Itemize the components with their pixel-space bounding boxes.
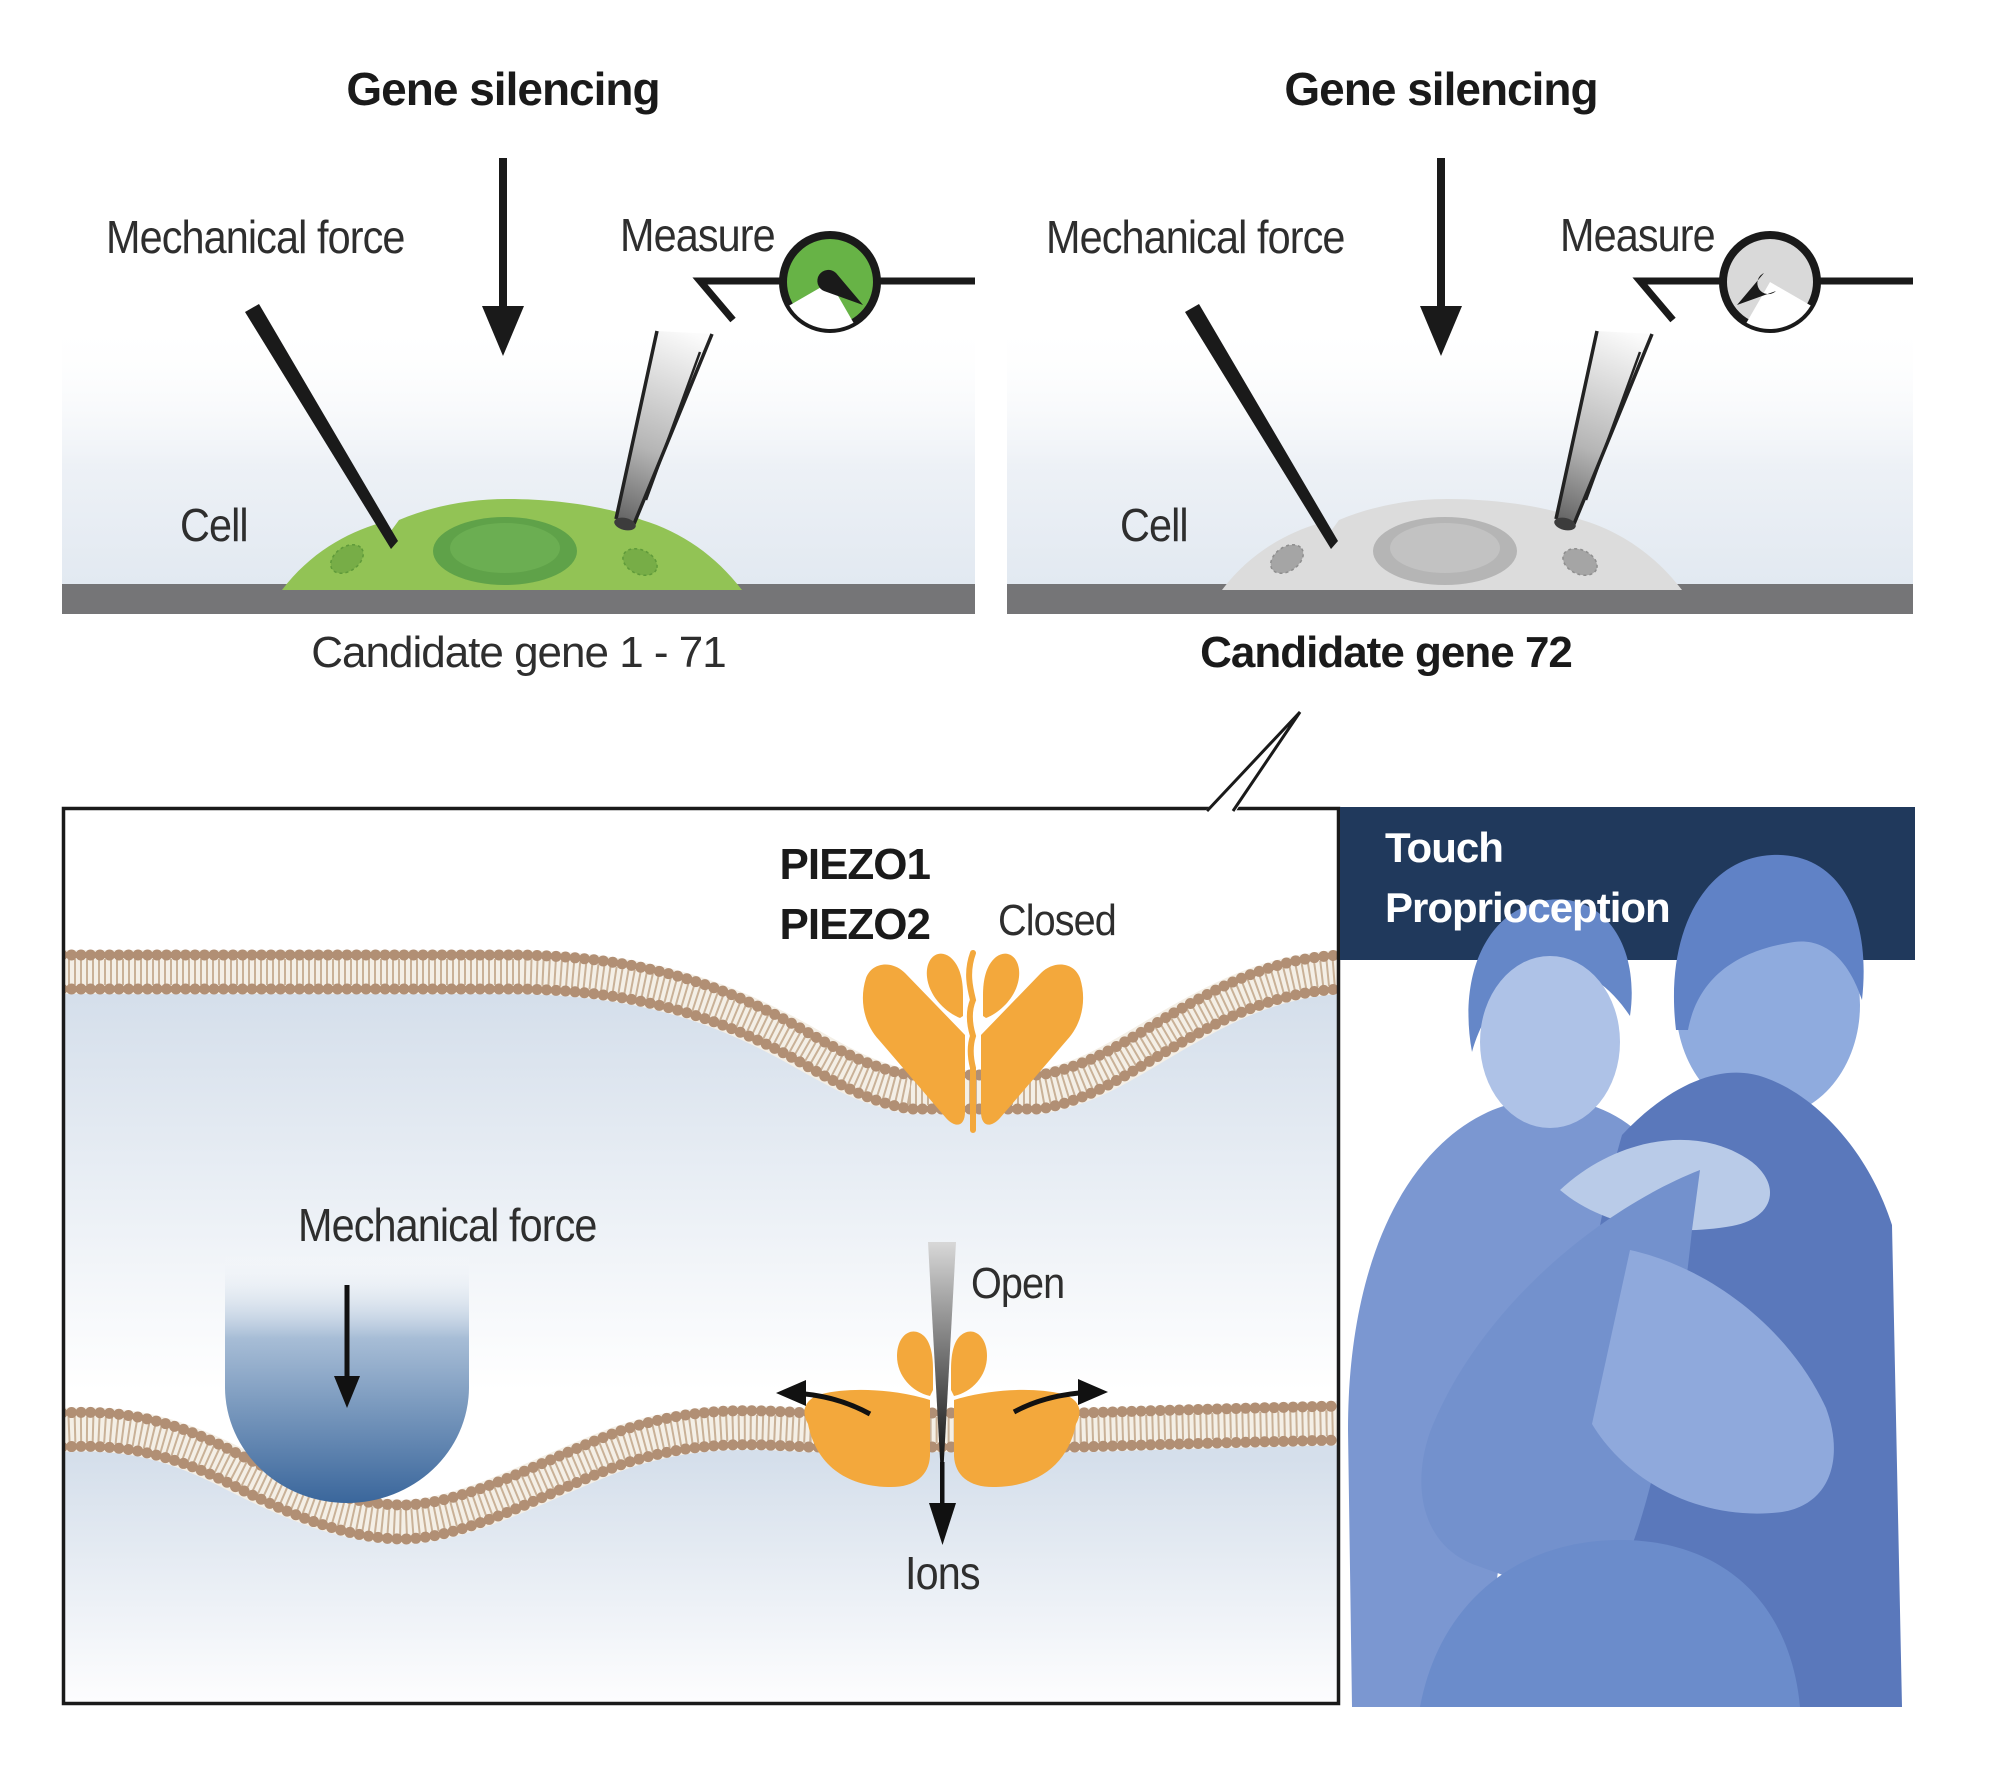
gauge-wire	[1632, 277, 1913, 323]
piezo2-label: PIEZO2	[779, 900, 932, 949]
panel-left-measure-label: Measure	[620, 209, 776, 261]
gene-silencing-arrow-icon	[1420, 158, 1462, 356]
gauge-needle	[1737, 273, 1776, 305]
piezo1-label: PIEZO1	[779, 840, 932, 889]
panel-left-mechanical-force-label: Mechanical force	[106, 211, 405, 263]
panel-right-cell-label: Cell	[1120, 499, 1189, 551]
measurement-pipette-icon	[614, 330, 714, 531]
lipid-bilayer-membrane-bottom	[65, 1400, 1337, 1545]
gauge-needle	[817, 269, 863, 305]
gray-gauge-meter-icon	[1719, 231, 1821, 333]
panel-right-mechanical-force-label: Mechanical force	[1046, 211, 1345, 263]
membrane-panel-content	[65, 949, 1337, 1702]
open-state-label: Open	[971, 1259, 1065, 1308]
closed-state-label: Closed	[998, 896, 1117, 945]
panel-left-title: Gene silencing	[346, 63, 660, 115]
piezo-channel-closed-icon	[862, 950, 1084, 1133]
panel-right-title: Gene silencing	[1284, 63, 1598, 115]
green-gauge-meter-icon	[779, 231, 881, 333]
cell-organelle	[1562, 547, 1598, 577]
small-person-arm	[1592, 1250, 1834, 1514]
ions-label: Ions	[905, 1547, 981, 1599]
arrow-left-icon	[776, 1380, 806, 1406]
experiment-panel-silenced	[1007, 158, 1913, 614]
mechanical-force-ball	[225, 1256, 469, 1503]
cell-organelle	[1269, 543, 1305, 575]
lipid-bilayer-membrane-top	[65, 949, 1337, 1115]
mechanical-probe-icon	[245, 304, 398, 549]
main-mechanical-force-label: Mechanical force	[298, 1199, 597, 1251]
cell-organelle	[329, 543, 365, 575]
piezo-channel-open-icon	[804, 1331, 1080, 1488]
gauge-wire	[692, 277, 975, 323]
ions-arrow-icon	[929, 1462, 956, 1545]
cell-interior-lower	[65, 1423, 1337, 1702]
panel-right-caption: Candidate gene 72	[1200, 628, 1573, 677]
measurement-pipette-icon	[1554, 330, 1654, 531]
gene-silencing-arrow-icon	[482, 158, 524, 356]
force-arrow-down-icon	[334, 1285, 360, 1408]
panel-left-caption: Candidate gene 1 - 71	[311, 628, 726, 677]
membrane-panel-border	[61, 806, 1341, 1706]
small-person-hair	[1468, 899, 1632, 1052]
cell-organelle	[622, 547, 658, 577]
forearm-across-chest	[1560, 1139, 1771, 1231]
tall-person-hair	[1673, 854, 1864, 1030]
hugging-people-illustration	[1348, 854, 1902, 1707]
membrane-tension-arrows	[776, 1379, 1108, 1417]
experiment-panel-active	[62, 158, 975, 614]
interlocked-hands	[1420, 1540, 1800, 1707]
proprioception-label: Proprioception	[1385, 884, 1671, 931]
small-person-head	[1480, 956, 1620, 1128]
panel-right-measure-label: Measure	[1560, 209, 1716, 261]
panel-left-cell-label: Cell	[180, 499, 249, 551]
callout-pointer	[1205, 710, 1302, 813]
touch-label: Touch	[1385, 824, 1504, 871]
mechanical-probe-icon	[1185, 304, 1338, 549]
arrow-right-icon	[1078, 1379, 1108, 1405]
force-needle-icon	[928, 1242, 956, 1468]
